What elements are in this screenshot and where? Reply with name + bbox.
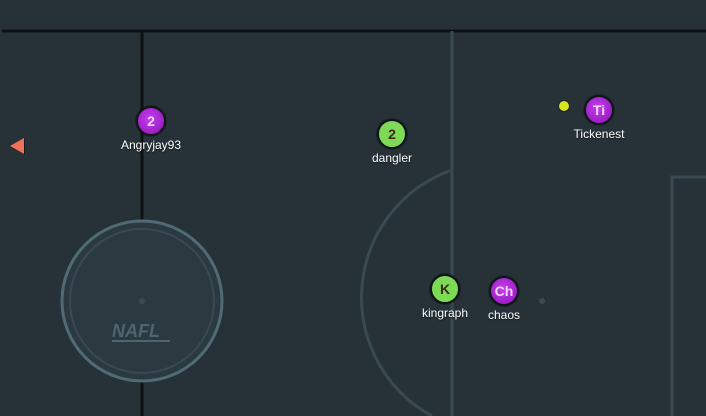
avatar-text: 2: [147, 113, 155, 129]
player-name: dangler: [371, 151, 413, 165]
player-name: chaos: [487, 308, 521, 322]
player-tickenest: Ti Tickenest: [574, 93, 624, 141]
avatar-text: 2: [388, 126, 396, 142]
player-avatar: K: [430, 274, 460, 304]
player-name: Angryjay93: [120, 138, 182, 152]
kickoff-spot: [139, 298, 145, 304]
kickoff-circle-inner: [69, 228, 215, 374]
goal-box: [670, 175, 706, 416]
avatar-text: Ch: [494, 283, 514, 299]
player-kingraph: K kingraph: [422, 272, 468, 320]
center-arc: [360, 168, 453, 416]
player-avatar: 2: [136, 106, 166, 136]
player-avatar: Ch: [489, 276, 519, 306]
left-arrow-icon: [10, 138, 24, 154]
player-avatar: Ti: [584, 95, 614, 125]
player-avatar: 2: [377, 119, 407, 149]
player-name: kingraph: [421, 306, 469, 320]
ball: [558, 100, 570, 112]
center-spot: [539, 298, 545, 304]
player-name: Tickenest: [573, 127, 625, 141]
league-logo-text: NAFL: [112, 321, 160, 341]
player-chaos: Ch chaos: [487, 274, 521, 322]
league-logo: NAFL: [112, 321, 170, 342]
avatar-text: K: [439, 281, 451, 297]
avatar-text: Ti: [592, 102, 606, 118]
player-dangler: 2 dangler: [372, 117, 412, 165]
player-angryjay93: 2 Angryjay93: [121, 104, 181, 152]
